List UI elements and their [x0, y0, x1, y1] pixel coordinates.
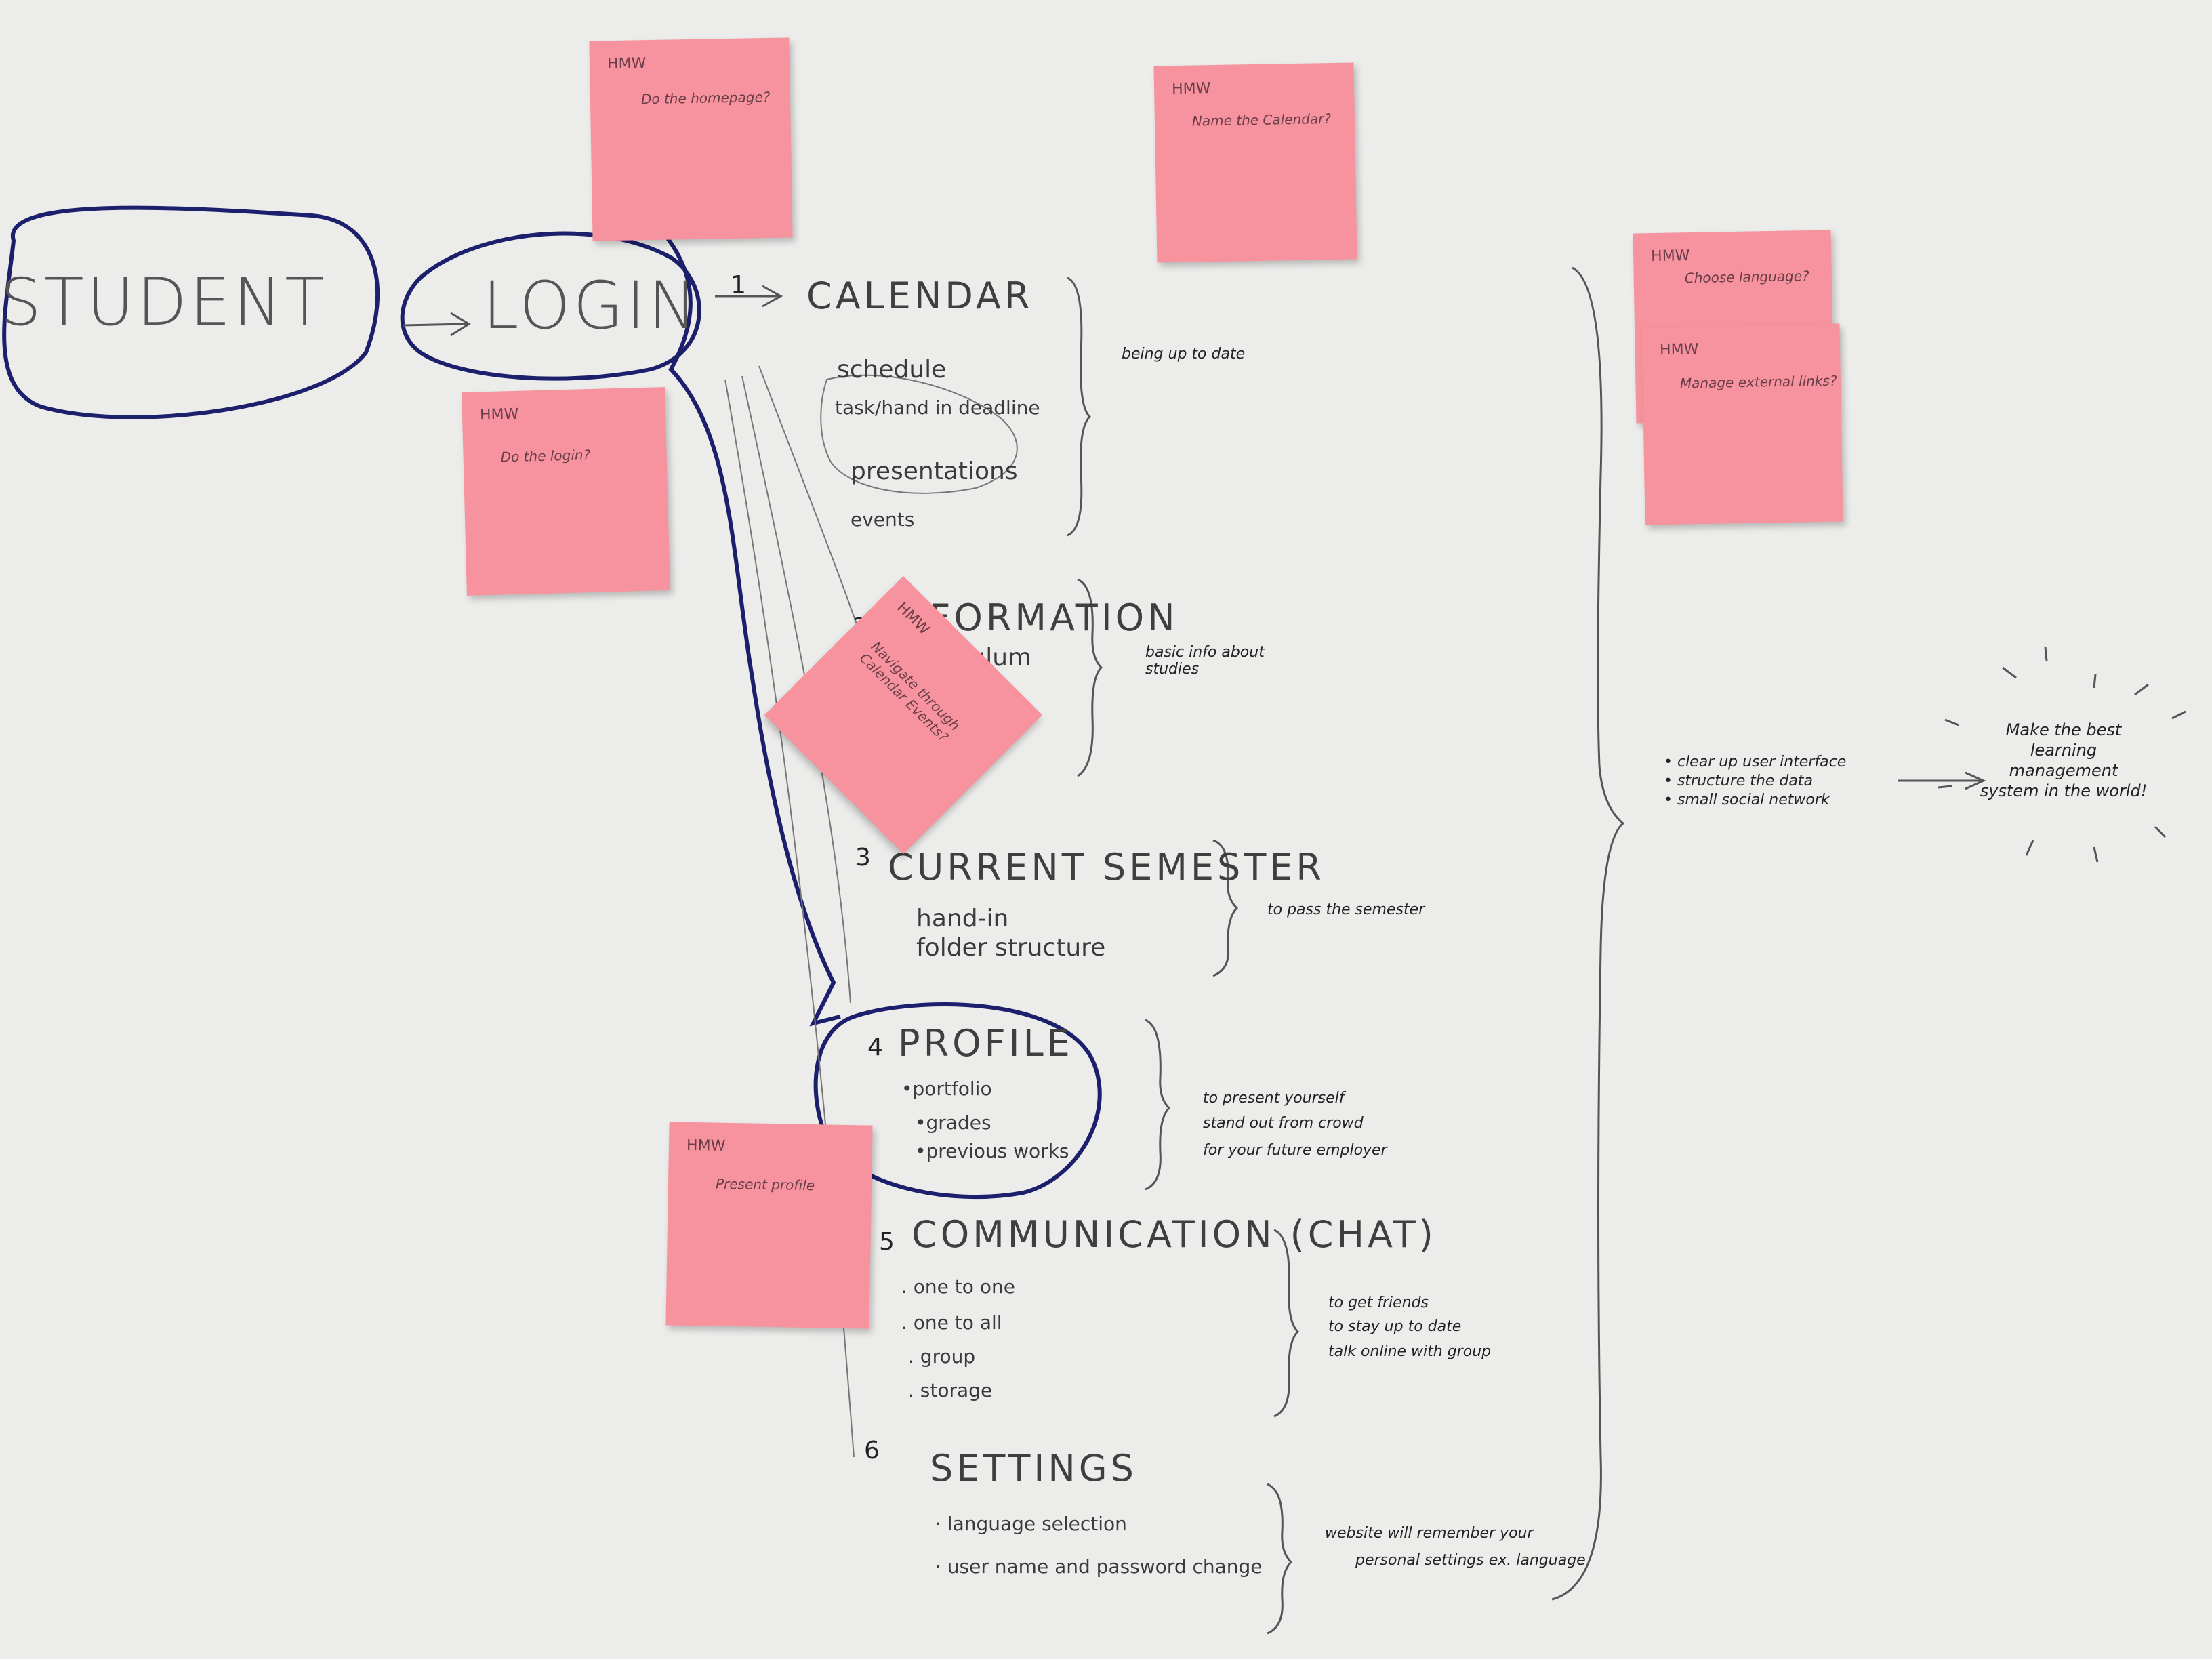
- sticky-note[interactable]: HMW Name the Calendar?: [1153, 62, 1357, 263]
- sticky-question: Navigate through Calendar Events?: [856, 638, 964, 745]
- sticky-tag: HMW: [686, 1136, 726, 1155]
- sticky-tag: HMW: [1659, 341, 1699, 359]
- section-title-calendar: CALENDAR: [806, 274, 1033, 317]
- arrow-login-calendar: [715, 285, 783, 308]
- sticky-question: Do the homepage?: [640, 88, 771, 108]
- sticky-question: Manage external links?: [1679, 372, 1837, 392]
- arrow-student-login: [403, 312, 471, 337]
- brace-calendar: [1067, 276, 1092, 537]
- section-number: 5: [879, 1228, 895, 1256]
- section-note-line: stand out from crowd: [1203, 1115, 1364, 1132]
- list-item: folder structure: [916, 934, 1106, 962]
- profile-ellipse: [813, 1002, 1102, 1200]
- section-note-line: personal settings ex. language: [1355, 1552, 1586, 1569]
- brace-semester: [1212, 839, 1239, 977]
- section-note-line: to get friends: [1328, 1294, 1429, 1311]
- section-note-line: talk online with group: [1328, 1343, 1492, 1360]
- section-number: 6: [864, 1437, 880, 1465]
- list-item: . group: [908, 1345, 976, 1368]
- list-item: schedule: [837, 356, 947, 384]
- section-note-line: to stay up to date: [1328, 1318, 1462, 1335]
- section-title-profile: PROFILE: [898, 1022, 1073, 1065]
- sticky-tag: HMW: [893, 598, 933, 639]
- list-item: •portfolio: [901, 1078, 992, 1100]
- summary-item: • small social network: [1664, 792, 1830, 808]
- sticky-tag: HMW: [1650, 247, 1690, 266]
- summary-item: • clear up user interface: [1664, 754, 1847, 771]
- sticky-note[interactable]: HMW Do the homepage?: [589, 37, 793, 241]
- sticky-note[interactable]: HMW Manage external links?: [1641, 323, 1843, 525]
- goal-rays: [1938, 647, 2186, 863]
- section-note: to pass the semester: [1267, 901, 1425, 918]
- blue-path-login-profile: [662, 232, 841, 1027]
- section-note-line: for your future employer: [1203, 1142, 1387, 1159]
- sticky-question: Present profile: [715, 1175, 815, 1194]
- brace-information: [1077, 578, 1103, 777]
- list-item: · language selection: [935, 1513, 1127, 1535]
- list-item: events: [851, 508, 915, 531]
- sticky-tag: HMW: [479, 405, 519, 424]
- section-number: 4: [867, 1033, 883, 1061]
- list-item: . storage: [908, 1379, 993, 1401]
- brace-summary: [1551, 266, 1625, 1601]
- sticky-question: Do the login?: [500, 447, 591, 466]
- arrow-summary-goal: [1898, 771, 1986, 790]
- login-ellipse: [400, 231, 701, 381]
- section-note-line: to present yourself: [1203, 1090, 1345, 1107]
- section-note: basic info about studies: [1145, 644, 1265, 678]
- list-item: · user name and password change: [935, 1555, 1263, 1578]
- goal-statement: Make the best learning management system…: [1980, 720, 2148, 800]
- actor-label: STUDENT: [0, 264, 327, 340]
- sticky-note[interactable]: HMW Present profile: [665, 1122, 873, 1329]
- sticky-tag: HMW: [1171, 80, 1211, 98]
- section-title-communication: COMMUNICATION (CHAT): [912, 1213, 1437, 1256]
- list-item: presentations: [851, 457, 1018, 485]
- list-item: . one to all: [901, 1311, 1002, 1334]
- sticky-question: Choose language?: [1684, 268, 1809, 287]
- section-number: 1: [731, 271, 746, 299]
- list-item: . one to one: [901, 1275, 1015, 1298]
- section-title-settings: SETTINGS: [930, 1447, 1137, 1490]
- sticky-note[interactable]: HMW Do the login?: [462, 387, 670, 596]
- calendar-bubble: [820, 374, 1018, 494]
- student-ellipse: [2, 205, 380, 419]
- brace-communication: [1273, 1229, 1300, 1418]
- list-item: hand-in: [916, 905, 1009, 933]
- brace-settings: [1267, 1483, 1293, 1635]
- sticky-tag: HMW: [607, 55, 647, 73]
- sticky-question: Name the Calendar?: [1191, 110, 1332, 129]
- list-item: •previous works: [915, 1140, 1069, 1162]
- login-label: LOGIN: [483, 268, 700, 344]
- brace-profile: [1145, 1019, 1171, 1191]
- list-item: task/hand in deadline: [835, 396, 1040, 419]
- section-number: 3: [855, 844, 871, 872]
- section-note: being up to date: [1122, 346, 1246, 363]
- section-title-current-semester: CURRENT SEMESTER: [888, 846, 1325, 888]
- section-note-line: website will remember your: [1325, 1525, 1534, 1542]
- summary-item: • structure the data: [1664, 773, 1813, 790]
- list-item: •grades: [915, 1111, 991, 1134]
